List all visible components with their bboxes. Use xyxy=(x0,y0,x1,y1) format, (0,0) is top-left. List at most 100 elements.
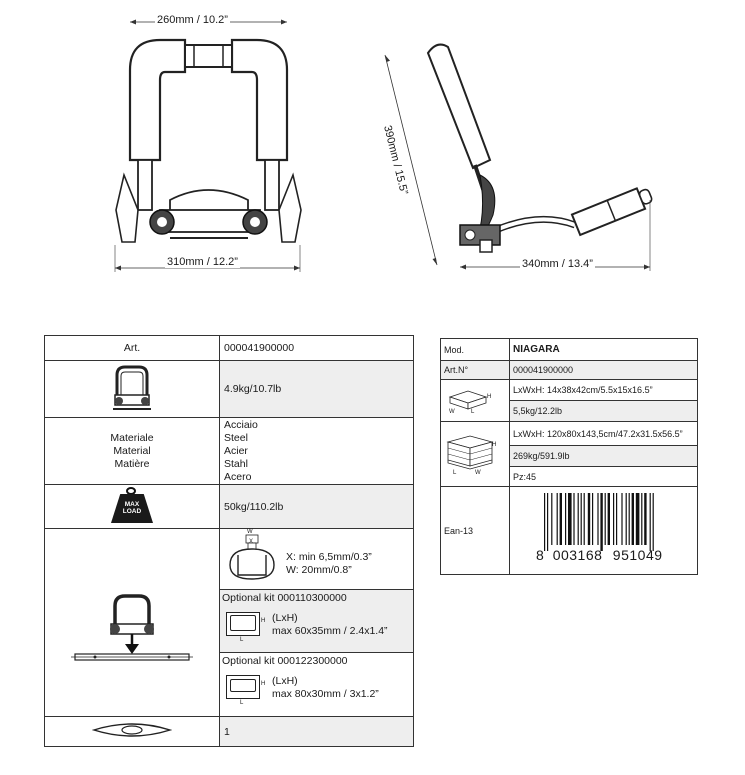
barcode-bar xyxy=(607,493,610,545)
barcode-bar xyxy=(568,493,572,545)
bar-fitting-diagram-cell xyxy=(44,528,220,717)
barcode-bar xyxy=(577,493,579,545)
material-label-fr: Matière xyxy=(114,457,150,470)
mod-value: NIAGARA xyxy=(509,338,698,361)
rack-thumbnail-cell xyxy=(44,360,220,418)
material-values-cell: Acciaio Steel Acier Stahl Acero xyxy=(219,417,414,485)
barcode-bar xyxy=(652,493,654,551)
art-value: 000041900000 xyxy=(219,335,414,361)
spec-table: Art. 000041900000 4.9kg/10.7lb Materiale… xyxy=(44,335,414,747)
kit-2-icon-l: L xyxy=(240,700,244,706)
kit-1-max: max 60x35mm / 2.4x1.4” xyxy=(272,625,388,637)
rack-thumbnail-icon xyxy=(113,365,151,410)
kit-2-lxh: (LxH) xyxy=(272,675,298,687)
material-label-en: Material xyxy=(113,444,151,457)
front-width-top-label: 260mm / 10.2” xyxy=(155,14,230,26)
material-value: Acero xyxy=(224,470,252,483)
pallet-icon-l: L xyxy=(453,470,457,476)
optional-kit-2-title: Optional kit 000122300000 xyxy=(222,655,348,667)
barcode-bar xyxy=(625,493,627,545)
barcode-bar xyxy=(631,493,634,545)
kayak-qty-value: 1 xyxy=(219,716,414,747)
kit-2-icon-h: H xyxy=(261,681,266,687)
max-load-icon-text: LOAD xyxy=(122,508,142,515)
barcode-bar xyxy=(649,493,651,551)
barcode-bar xyxy=(587,493,591,545)
barcode-bar xyxy=(641,493,643,545)
bar-profile-block: W X X: min 6,5mm/0.3” W: 20mm/0.8” xyxy=(220,529,413,589)
barcode-digit-prefix: 8 xyxy=(536,547,545,563)
optional-kit-2-block: Optional kit 000122300000 H L (LxH) max … xyxy=(220,652,413,716)
barcode-bar xyxy=(613,493,615,545)
barcode-bar xyxy=(580,493,582,545)
ean-label: Ean-13 xyxy=(440,486,510,575)
side-view-diagram xyxy=(384,43,653,271)
barcode-bar xyxy=(644,493,647,545)
rack-on-bar-icon xyxy=(71,594,193,661)
pallet-dimensions: LxWxH: 120x80x143,5cm/47.2x31.5x56.5” xyxy=(509,421,698,446)
barcode-bar xyxy=(628,493,630,545)
material-value: Acier xyxy=(224,444,248,457)
kit-1-profile-icon xyxy=(226,612,260,636)
bar-w-value: W: 20mm/0.8” xyxy=(286,564,352,576)
box-icon-h: H xyxy=(487,394,492,400)
bar-x-value: X: min 6,5mm/0.3” xyxy=(286,551,372,563)
kayak-icon-cell xyxy=(44,716,220,747)
box-dimensions: LxWxH: 14x38x42cm/5.5x15x16.5” xyxy=(509,379,698,401)
kit-1-icon-h: H xyxy=(261,618,266,624)
barcode-bar xyxy=(592,493,594,545)
kayak-icon xyxy=(91,723,173,737)
material-value: Steel xyxy=(224,431,248,444)
weight-value: 4.9kg/10.7lb xyxy=(219,360,414,418)
barcode-bar xyxy=(547,493,549,551)
barcode-cell: 8 003168 951049 xyxy=(509,486,698,575)
optional-kit-1-title: Optional kit 000110300000 xyxy=(222,592,347,604)
barcode-bar xyxy=(616,493,618,545)
barcode-bar xyxy=(559,493,562,545)
art-label: Art. xyxy=(44,335,220,361)
box-icon-cell: H W L xyxy=(440,379,510,422)
max-load-icon-text: MAX xyxy=(124,501,140,508)
barcode-bar xyxy=(604,493,606,545)
optional-kit-1-block: Optional kit 000110300000 H L (LxH) max … xyxy=(220,589,413,652)
kit-2-profile-icon xyxy=(226,675,260,699)
box-icon xyxy=(448,390,488,410)
barcode-bar xyxy=(635,493,640,545)
product-table: Mod. NIAGARA Art.N° 000041900000 H W L L… xyxy=(440,338,698,575)
front-view-diagram xyxy=(114,19,302,272)
barcode-digits-right: 951049 xyxy=(612,547,663,563)
barcode-bar xyxy=(565,493,567,545)
bar-fitting-details-cell: W X X: min 6,5mm/0.3” W: 20mm/0.8” Optio… xyxy=(219,528,414,717)
barcode-digits-left: 003168 xyxy=(552,547,603,563)
max-load-value: 50kg/110.2lb xyxy=(219,484,414,529)
bar-icon-w: W xyxy=(247,529,253,535)
box-icon-l: L xyxy=(471,409,475,415)
barcode-bar xyxy=(621,493,623,545)
mod-label: Mod. xyxy=(440,338,510,361)
material-labels-cell: Materiale Material Matière xyxy=(44,417,220,485)
material-value: Stahl xyxy=(224,457,248,470)
pallet-icon xyxy=(446,435,494,470)
pallet-icon-w: W xyxy=(475,470,481,476)
max-load-weight-icon: MAX LOAD xyxy=(109,487,155,523)
max-load-icon-cell: MAX LOAD xyxy=(44,484,220,529)
barcode-bar xyxy=(556,493,558,545)
material-value: Acciaio xyxy=(224,418,258,431)
bar-icon-x: X xyxy=(249,539,254,545)
box-icon-w: W xyxy=(449,409,455,415)
barcode-bar xyxy=(551,493,553,545)
material-label-it: Materiale xyxy=(110,431,154,444)
kit-1-lxh: (LxH) xyxy=(272,612,298,624)
pallet-pieces: Pz:45 xyxy=(509,466,698,487)
kit-1-icon-l: L xyxy=(240,637,244,643)
barcode xyxy=(544,493,654,551)
pallet-weight: 269kg/591.9lb xyxy=(509,445,698,467)
barcode-bar xyxy=(583,493,585,545)
art-number-label: Art.N° xyxy=(440,360,510,380)
box-weight: 5,5kg/12.2lb xyxy=(509,400,698,422)
art-number-value: 000041900000 xyxy=(509,360,698,380)
side-length-label: 340mm / 13.4” xyxy=(520,258,595,270)
barcode-bar xyxy=(573,493,575,545)
bar-profile-icon xyxy=(229,534,275,580)
barcode-digits: 8 003168 951049 xyxy=(536,547,676,563)
